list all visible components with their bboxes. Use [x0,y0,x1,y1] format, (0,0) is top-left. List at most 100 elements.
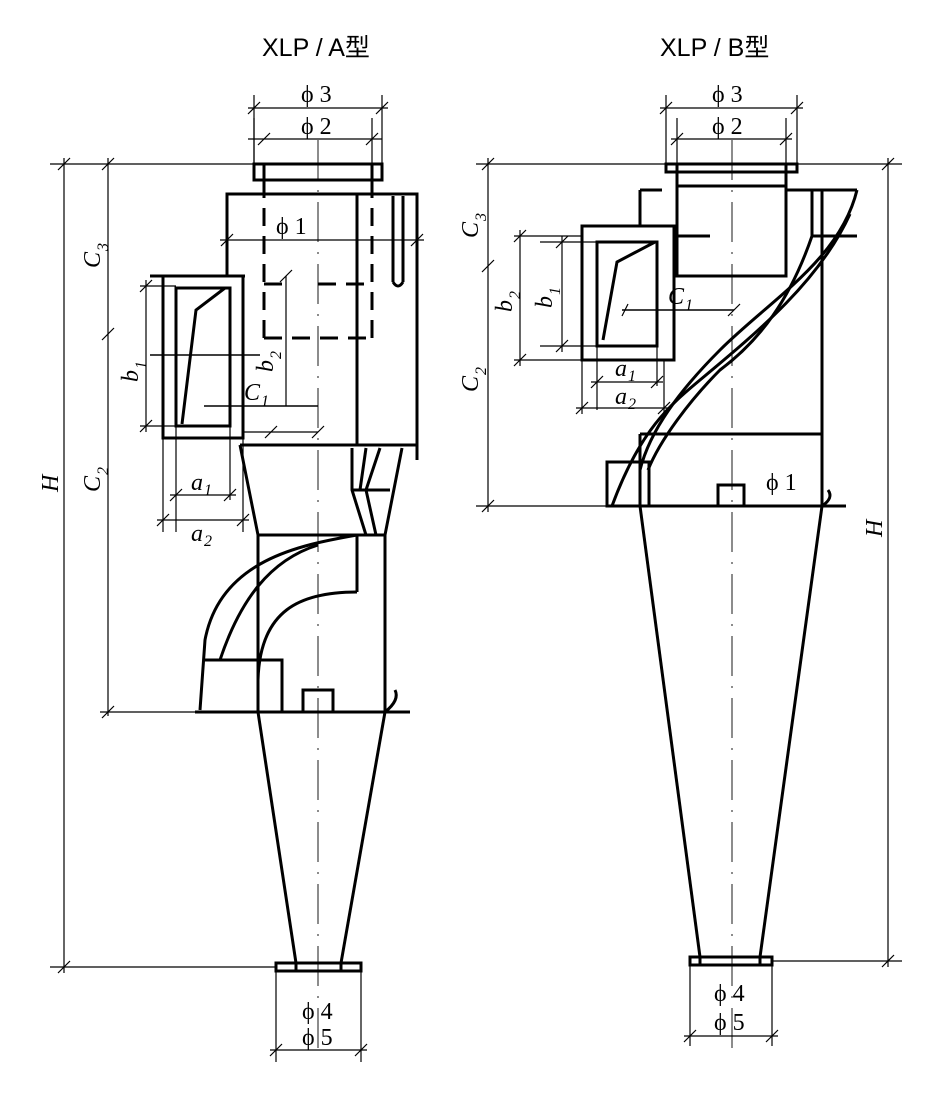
b-label-b1-sub: 1 [547,287,564,295]
a-inlet-inner [174,286,232,428]
b-base-hook [821,489,832,508]
b-outlet-tube [675,172,788,278]
a-phi3-tick-l [247,101,261,115]
a-label-b1: b 1 [118,361,150,382]
a-label-C3: C 3 [80,243,112,268]
a-label-a2: a [191,521,203,547]
a-cone-left [256,711,298,964]
a-phi2-tick-l [257,132,271,146]
b-phi5-tick-r [765,1029,779,1043]
b-spiral-outer [638,189,859,471]
b-label-C3-main: C [458,221,484,238]
b-label-C2: C 2 [458,367,490,392]
b-c2-tick-bottom [481,499,495,513]
b-label-phi4: ϕ 4 [714,981,745,1007]
b-phi3-tick-l [659,101,673,115]
a-phi5-tick-l [269,1043,283,1057]
a-bottom-port [301,688,335,714]
a-body-right [383,447,404,712]
a-dust-outlet-flange [274,961,363,973]
a-label-phi2: ϕ 2 [301,114,332,140]
b-b2-tick-top [513,229,527,243]
a-phi3-tick-r [375,101,389,115]
b-label-H: H [862,518,888,538]
b-label-a2: a [615,384,627,410]
type-b-drawing: ϕ 3 ϕ 2 H C 3 C 2 [458,82,902,1050]
title-type-b: XLP / B型 [660,34,769,62]
b-label-b2: b 2 [492,291,524,312]
a-label-C1: C [244,380,261,406]
a-label-b2: b 2 [253,351,285,372]
a-base-hook [384,689,398,714]
b-a1-tick-r [650,375,664,389]
b-a1-tick-l [590,375,604,389]
a-cone-right [339,711,387,964]
b-label-phi2: ϕ 2 [712,114,743,140]
b-spiral-inner [646,235,814,471]
a-outlet-flange [252,162,384,182]
b-label-phi1: ϕ 1 [766,470,797,496]
b-label-C3: C 3 [458,213,490,238]
a-a1-tick-l [169,488,183,502]
b-label-C3-sub: 3 [473,213,490,222]
a-label-C3-main: C [80,251,106,268]
b-phi3-tick-r [790,101,804,115]
b-label-b2-main: b [492,300,518,312]
title-type-a: XLP / A型 [262,34,370,62]
b-inlet-blade [601,240,656,341]
a-c3-tick-bottom [101,327,115,341]
a-spiral-mid [218,543,319,661]
b-h-tick-top [881,157,895,171]
b-label-C2-sub: 2 [473,367,490,375]
b-cone-left [638,505,702,958]
b-label-a1: a [615,356,627,382]
a-bypass-end [391,281,405,288]
type-a-drawing: ϕ 3 ϕ 2 ϕ 1 H C 3 C 2 [38,82,424,1062]
b-label-b2-sub: 2 [507,291,524,299]
a-label-C2: C 2 [80,467,112,492]
a-phi1-tick-r [410,233,424,247]
a-label-b1-sub: 1 [133,361,150,369]
a-phi5-tick-r [354,1043,368,1057]
b-outlet-flange [664,162,799,174]
b-inlet-outer [580,224,676,362]
b-inlet-inner [595,240,659,348]
a-h-tick-bottom [57,960,71,974]
a-spiral-outer [198,533,358,711]
a-label-a1: a [191,470,203,496]
a-label-b2-main: b [253,360,279,372]
a-label-b1-main: b [118,370,144,382]
b-phi2-tick-l [670,132,684,146]
a-b1-tick-bottom [139,419,153,433]
b-a2-tick-l [575,401,589,415]
a-c3-tick-top [101,157,115,171]
b-phi5-tick-l [683,1029,697,1043]
b-c3-tick-top [481,157,495,171]
b-c1-tick-r [727,303,741,317]
b-label-b1-main: b [532,296,558,308]
a-a2-tick-l [156,513,170,527]
a-c1-tick-l [264,425,278,439]
a-label-a1-sub: 1 [204,482,212,499]
b-label-C1-sub: 1 [685,297,693,314]
a-c1-tick-r [311,425,325,439]
b-b2-tick-bottom [513,353,527,367]
a-phi1-tick-l [220,233,234,247]
a-spiral-inner [256,590,358,681]
a-collar-top [240,443,419,460]
b-c1-tick-l [621,303,629,317]
a-b2-tick-top [279,269,293,283]
a-h-tick-top [57,157,71,171]
b-b1-tick-top [555,235,569,249]
a-label-phi5: ϕ 5 [302,1025,333,1051]
b-label-phi5: ϕ 5 [714,1010,745,1036]
a-label-H: H [38,473,64,493]
b-phi2-tick-r [779,132,793,146]
a-label-phi3: ϕ 3 [301,82,332,108]
b-a2-tick-r [657,401,671,415]
a-upper-body-outline [225,192,419,445]
b-label-C2-main: C [458,375,484,392]
b-spiral-mid [610,213,852,507]
b-label-C1: C [668,284,685,310]
